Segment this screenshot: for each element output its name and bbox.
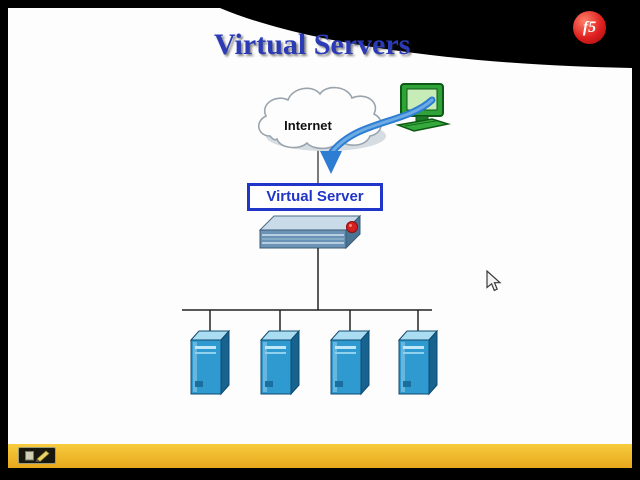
slideshow-bottom-bar bbox=[8, 444, 632, 468]
top-swoosh-decoration bbox=[220, 8, 632, 68]
server-tower-icon bbox=[189, 310, 231, 396]
virtual-server-box: Virtual Server bbox=[247, 183, 383, 211]
slide-title: Virtual Servers bbox=[214, 28, 411, 61]
internet-label: Internet bbox=[284, 118, 332, 133]
f5-logo-text: f5 bbox=[582, 18, 597, 36]
mouse-cursor-icon bbox=[486, 270, 502, 292]
server-tower-icon bbox=[259, 310, 301, 396]
f5-logo-icon: f5 bbox=[573, 11, 606, 44]
server-tower-icon bbox=[329, 310, 371, 396]
presentation-slide[interactable]: Virtual Servers f5 bbox=[8, 8, 632, 468]
annotation-pen-button[interactable] bbox=[18, 447, 56, 464]
server-tower-icon bbox=[397, 310, 439, 396]
server-pool bbox=[189, 310, 439, 396]
traffic-arrow-icon bbox=[320, 96, 436, 174]
annotation-pen-icon bbox=[25, 450, 50, 462]
bigip-appliance-icon bbox=[258, 214, 362, 250]
